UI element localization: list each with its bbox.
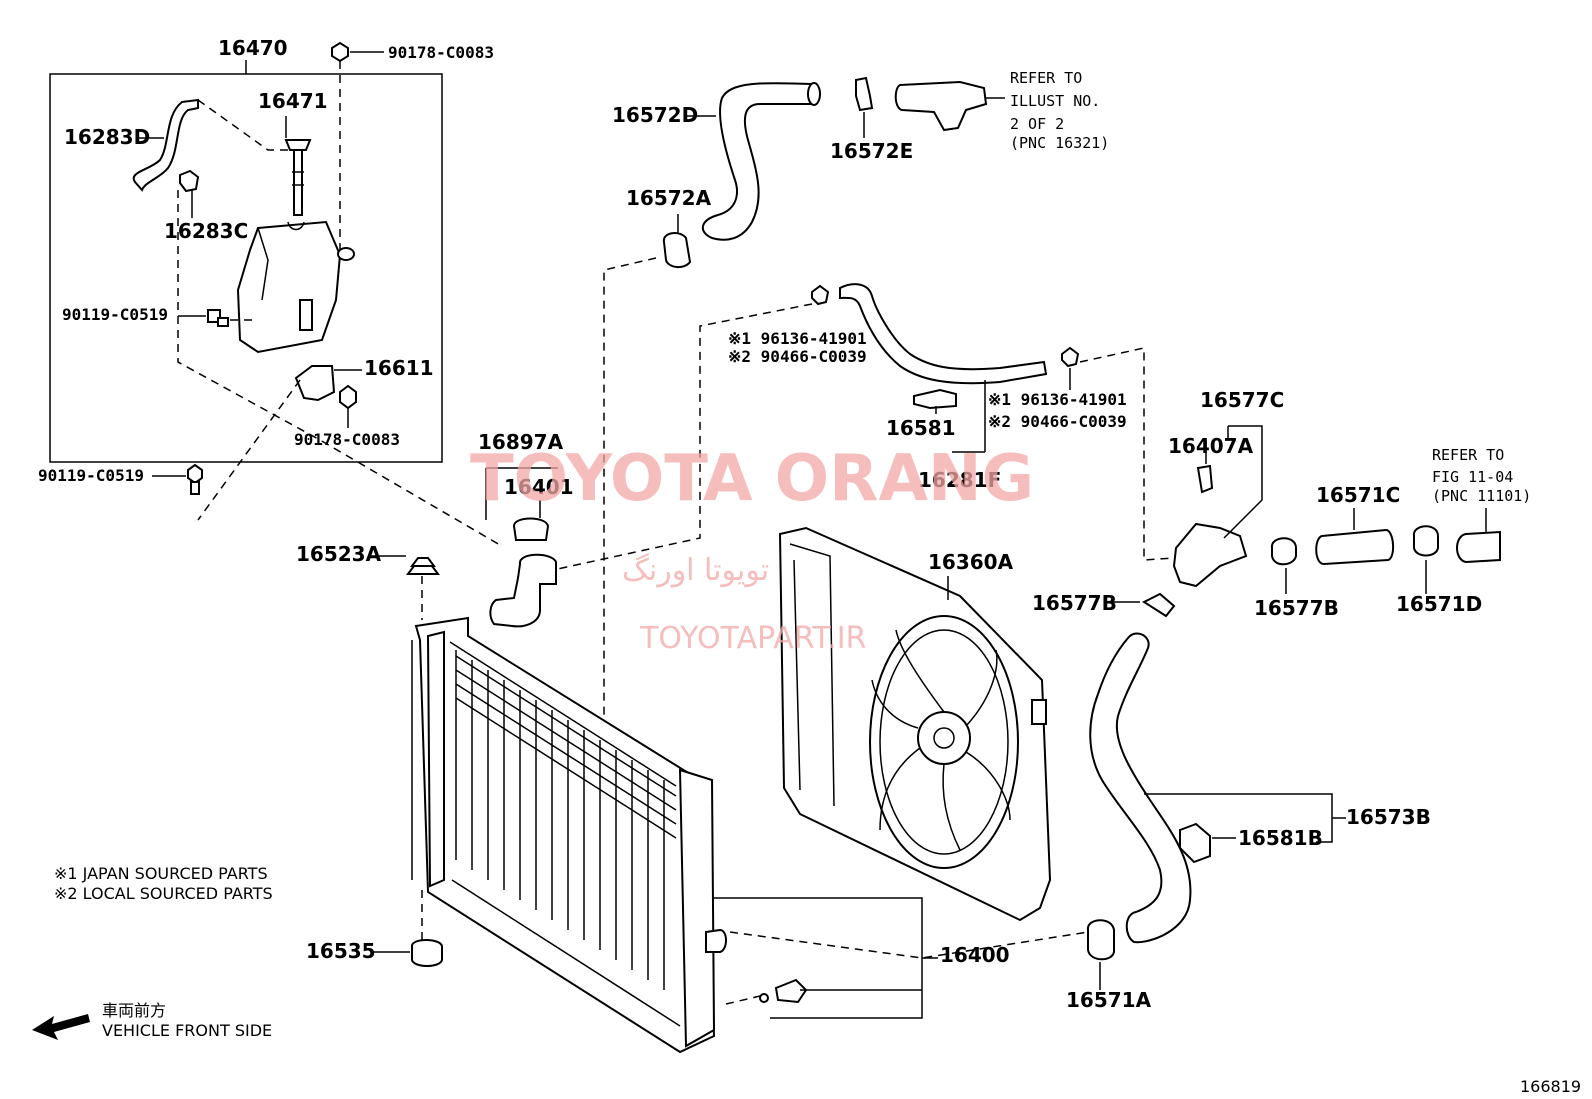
nut-90178-lower [339,384,357,410]
hose-clamp-96136-a [811,284,830,306]
label-16471: 16471 [258,89,328,113]
refer-line-4: (PNC 16321) [1010,134,1109,152]
label-16400: 16400 [940,943,1010,967]
fan-shroud [778,526,1052,922]
label-16281F: 16281F [918,468,1001,492]
hose-clamp-16572A [662,232,692,268]
grommet-16523A [406,557,440,575]
lower-radiator-hose [1089,632,1192,944]
hose-clamp-16577B [1271,537,1297,566]
diagram-id: 166819 [1520,1077,1581,1096]
label-16572E: 16572E [830,139,913,163]
reservoir-bracket [294,365,336,402]
refer2-line-2: FIG 11-04 [1432,468,1513,486]
alt-part-b-1: ※1 96136-41901 [988,390,1127,409]
upper-radiator-hose [702,82,821,241]
alt-part-b-2: ※2 90466-C0039 [988,412,1127,431]
watermark-site: TOYOTAPART.IR [639,621,866,656]
reservoir-cap [284,139,312,216]
water-inlet-housing [1172,522,1248,588]
watermark-persian: تویوتا اورنگ [622,553,769,588]
drain-cock [774,978,808,1004]
hose-clamp-96136-b [1061,346,1080,368]
hose-clip-16581 [913,388,957,410]
water-outlet [894,80,988,132]
refer-line-3: 2 OF 2 [1010,115,1064,133]
hose-clamp-16571A [1087,919,1115,961]
hose-clamp-16283C [179,169,200,193]
reservoir-hose [132,98,199,192]
label-16581: 16581 [886,416,956,440]
refer2-line-3: (PNC 11101) [1432,487,1531,505]
legend-line-2: ※2 LOCAL SOURCED PARTS [54,884,273,903]
radiator-cap [512,517,550,541]
clip-16577B-left [1141,592,1176,618]
front-label-en: VEHICLE FRONT SIDE [102,1021,272,1040]
label-16581B: 16581B [1238,826,1323,850]
front-arrow-icon [32,1014,90,1040]
label-16470: 16470 [218,36,288,60]
label-16283C: 16283C [164,219,248,243]
label-16573B: 16573B [1346,805,1431,829]
label-16572A: 16572A [626,186,712,210]
label-16577B-right: 16577B [1254,596,1339,620]
label-16401: 16401 [504,475,574,499]
label-16571C: 16571C [1316,483,1400,507]
nut-90178-upper [331,41,349,63]
label-16611: 16611 [364,356,434,380]
alt-part-a-1: ※1 96136-41901 [728,329,867,348]
grommet-16535 [411,939,443,967]
label-90119-lower: 90119-C0519 [38,466,144,485]
bolt-90119-lower [187,463,203,495]
front-label-jp: 車両前方 [102,1001,166,1020]
label-90119-upper: 90119-C0519 [62,305,168,324]
bolt-90119-upper [207,309,229,327]
label-90178-upper: 90178-C0083 [388,43,494,62]
label-16577C: 16577C [1200,388,1284,412]
label-16407A: 16407A [1168,434,1254,458]
refer-line-2: ILLUST NO. [1010,92,1100,110]
hose-clip-16581B [1179,822,1211,864]
label-16571D: 16571D [1396,592,1482,616]
label-16571A: 16571A [1066,988,1152,1012]
alt-part-a-2: ※2 90466-C0039 [728,347,867,366]
reservoir-tank [236,220,342,354]
pipe-end [1456,530,1501,564]
refer2-line-1: REFER TO [1432,446,1504,464]
legend-line-1: ※1 JAPAN SOURCED PARTS [54,864,268,883]
label-16572D: 16572D [612,103,698,127]
label-16897A: 16897A [478,430,564,454]
label-16535: 16535 [306,939,376,963]
label-16283D: 16283D [64,125,150,149]
refer-line-1: REFER TO [1010,69,1082,87]
hose-clamp-16572E [855,76,874,112]
label-16523A: 16523A [296,542,382,566]
hose-clamp-16571D [1413,525,1439,557]
water-temp-sensor [1196,464,1214,494]
watermark-main: TOYOTA ORANG [470,442,1034,516]
label-16577B-left: 16577B [1032,591,1117,615]
label-90178-lower: 90178-C0083 [294,430,400,449]
bypass-hose [839,283,1048,385]
filler-neck [489,553,557,628]
label-16360A: 16360A [928,550,1014,574]
radiator [411,616,727,1054]
hose-16571C [1315,528,1394,566]
